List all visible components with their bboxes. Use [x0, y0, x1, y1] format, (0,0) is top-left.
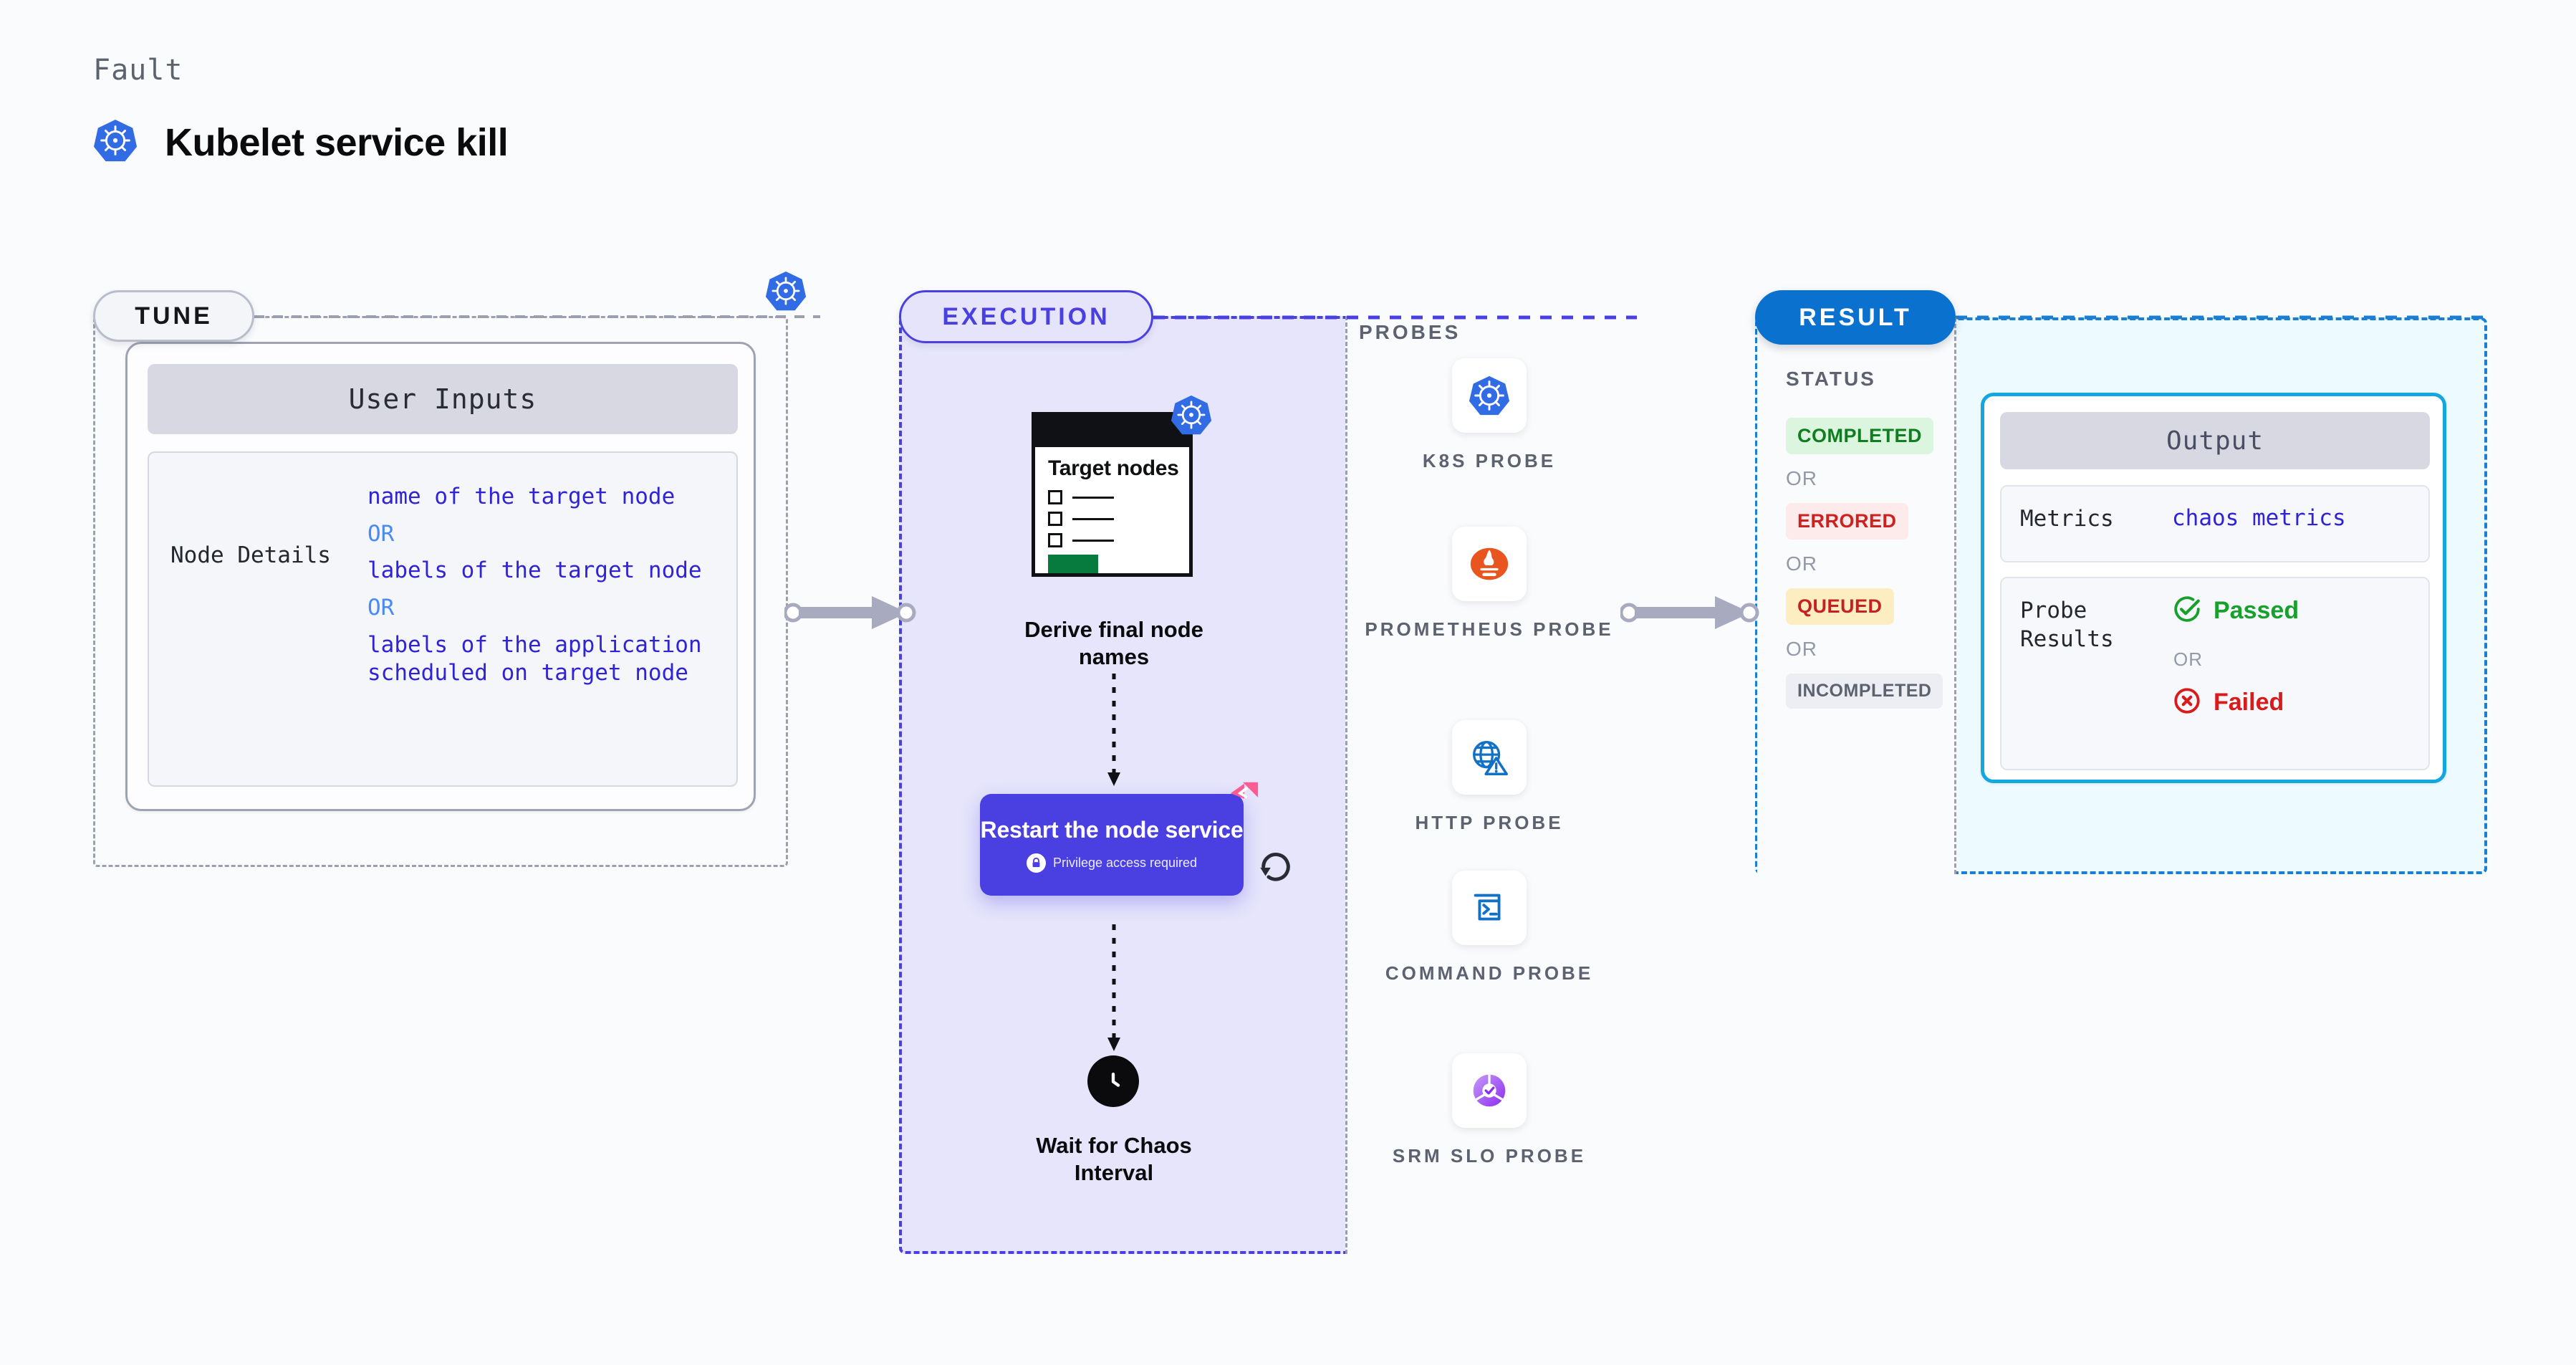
list-item	[1048, 533, 1189, 548]
node-details-or-2: OR	[367, 595, 395, 621]
terminal-icon	[1452, 871, 1527, 945]
connector-execution-to-result	[1620, 596, 1759, 629]
node-details-value-3: labels of the application scheduled on t…	[367, 631, 702, 686]
list-item	[1048, 512, 1189, 527]
probe-result-failed: Failed	[2172, 686, 2284, 719]
output-header: Output	[2000, 412, 2430, 469]
rotate-ccw-icon[interactable]	[1257, 847, 1294, 888]
page-eyebrow: Fault	[93, 54, 183, 87]
probe-failed-label: Failed	[2214, 689, 2284, 716]
page-title: Kubelet service kill	[165, 120, 509, 164]
tune-panel: TUNE User Inputs Node	[93, 271, 820, 867]
lock-icon	[1026, 853, 1046, 873]
flow-arrow-down	[1107, 924, 1120, 1051]
probe-prometheus[interactable]: PROMETHEUS PROBE	[1345, 527, 1633, 642]
restart-node-service-card[interactable]: Restart the node service Privilege acces…	[980, 782, 1259, 896]
chaos-mark-icon	[1226, 778, 1259, 815]
placeholder-line	[1072, 539, 1114, 542]
output-card: Output Metrics chaos metrics Probe Resul…	[1981, 393, 2446, 783]
checkbox-icon	[1048, 512, 1062, 527]
kubernetes-icon	[765, 270, 807, 315]
status-badge-errored: ERRORED	[1786, 503, 1908, 540]
tune-badge[interactable]: TUNE	[93, 290, 254, 342]
node-details-values: name of the target node OR labels of the…	[367, 483, 719, 688]
execution-badge-dashed-link	[1153, 315, 1637, 320]
user-inputs-card: User Inputs Node Details name of the tar…	[125, 342, 756, 811]
list-item	[1048, 490, 1189, 505]
probe-command[interactable]: COMMAND PROBE	[1345, 871, 1633, 986]
derive-node-caption: Derive final node names	[1024, 617, 1203, 669]
kubernetes-icon	[93, 118, 138, 166]
prometheus-icon	[1452, 527, 1527, 601]
wait-interval-caption: Wait for Chaos Interval	[1036, 1133, 1192, 1185]
node-details-value-1: name of the target node	[367, 484, 676, 509]
globe-warning-icon	[1452, 720, 1527, 795]
status-badge-queued: QUEUED	[1786, 588, 1894, 625]
result-badge-dashed-link	[1956, 315, 2486, 320]
probe-label: K8S PROBE	[1422, 450, 1557, 471]
progress-bar	[1048, 555, 1098, 574]
page-title-row: Kubelet service kill	[93, 118, 509, 166]
clock-icon	[1087, 1055, 1139, 1107]
status-column: STATUS COMPLETED OR ERRORED OR QUEUED OR…	[1757, 317, 1956, 874]
status-separator: OR	[1786, 467, 1817, 489]
metrics-key: Metrics	[2020, 506, 2114, 532]
kubernetes-icon	[1452, 358, 1527, 433]
probe-label: HTTP PROBE	[1415, 812, 1564, 833]
checklist	[1048, 490, 1189, 548]
user-inputs-header: User Inputs	[148, 364, 738, 434]
result-badge[interactable]: RESULT	[1755, 290, 1956, 345]
node-details-value-2: labels of the target node	[367, 557, 702, 584]
probe-label: SRM SLO PROBE	[1392, 1145, 1587, 1167]
checkbox-icon	[1048, 533, 1062, 548]
status-badge-incompleted: INCOMPLETED	[1786, 674, 1943, 709]
probe-result-separator: OR	[2173, 648, 2203, 670]
checkbox-icon	[1048, 490, 1062, 505]
status-badge-completed: COMPLETED	[1786, 418, 1934, 454]
kubernetes-icon	[1171, 394, 1212, 439]
status-title: STATUS	[1786, 368, 1876, 390]
probe-passed-label: Passed	[2214, 597, 2299, 624]
probe-results-row: Probe Results Passed OR F	[2000, 577, 2430, 770]
check-circle-icon	[2172, 594, 2202, 628]
probe-label: COMMAND PROBE	[1385, 962, 1594, 984]
probe-srm-slo[interactable]: SRM SLO PROBE	[1345, 1053, 1633, 1169]
placeholder-line	[1072, 496, 1114, 499]
probe-http[interactable]: HTTP PROBE	[1345, 720, 1633, 835]
status-separator: OR	[1786, 552, 1817, 575]
node-details-or-1: OR	[367, 520, 395, 547]
target-nodes-title: Target nodes	[1048, 456, 1179, 480]
probe-result-passed: Passed	[2172, 594, 2299, 628]
card-title-bar	[1035, 416, 1189, 447]
probes-title: PROBES	[1359, 321, 1461, 343]
srm-slo-icon	[1452, 1053, 1527, 1128]
probe-label: PROMETHEUS PROBE	[1365, 618, 1614, 640]
connector-tune-to-execution	[784, 596, 916, 629]
execution-badge[interactable]: EXECUTION	[899, 290, 1153, 343]
table-row: Node Details	[170, 542, 331, 568]
target-nodes-card: Target nodes	[1032, 395, 1212, 577]
placeholder-line	[1072, 517, 1114, 520]
probe-results-key: Probe Results	[2020, 598, 2114, 652]
action-title: Restart the node service	[980, 816, 1244, 843]
probe-k8s[interactable]: K8S PROBE	[1345, 358, 1633, 474]
flow-arrow-down	[1107, 674, 1120, 786]
metrics-row: Metrics chaos metrics	[2000, 485, 2430, 562]
node-details-key: Node Details	[170, 542, 331, 568]
x-circle-icon	[2172, 686, 2202, 719]
metrics-value: chaos metrics	[2172, 505, 2346, 531]
user-inputs-body: Node Details name of the target node OR …	[148, 451, 738, 787]
privilege-note: Privilege access required	[1026, 853, 1198, 873]
status-separator: OR	[1786, 638, 1817, 660]
privilege-note-text: Privilege access required	[1052, 856, 1198, 871]
tune-badge-dashed-link	[254, 315, 820, 318]
